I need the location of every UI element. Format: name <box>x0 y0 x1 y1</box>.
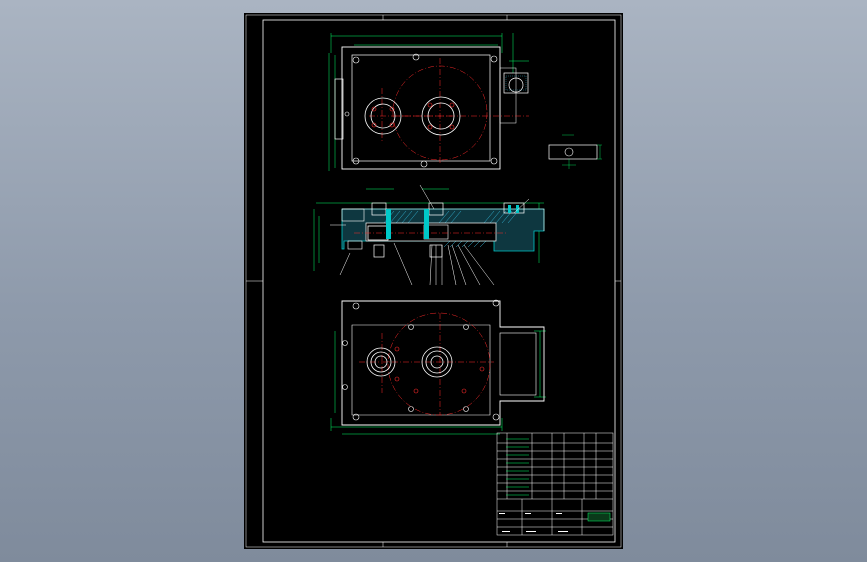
section-view <box>313 184 545 286</box>
cad-drawing <box>245 14 622 548</box>
top-view <box>328 33 529 171</box>
frame-ticks <box>246 15 621 547</box>
detail-view <box>548 134 602 169</box>
title-block <box>496 432 614 536</box>
inner-frame <box>262 19 616 543</box>
title-block-marks <box>506 438 611 522</box>
bottom-view <box>330 299 546 435</box>
drawing-sheet <box>244 13 623 549</box>
title-block-ticks <box>499 513 568 532</box>
